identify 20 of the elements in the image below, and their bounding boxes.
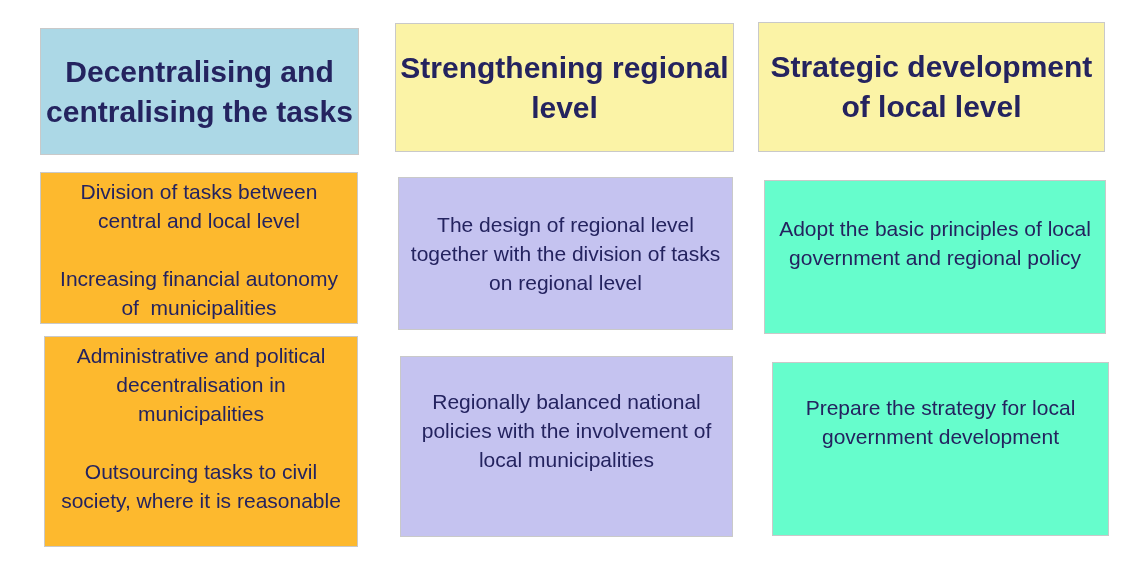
text-box — [772, 362, 1109, 536]
heading-text: Decentralising and centralising the tasks — [45, 53, 354, 130]
text-box — [44, 336, 358, 547]
body-text: Prepare the strategy for local government development — [804, 395, 1077, 450]
body-text: The design of regional level together with the division of tasks on regional level — [409, 212, 722, 296]
body-text: Outsourcing tasks to civil society, where it is reasonable — [60, 459, 342, 514]
body-text: Regionally balanced national policies with the involvement of local municipalities — [420, 389, 713, 473]
heading-box — [758, 22, 1105, 152]
body-text: Administrative and political decentralisation in municipalities — [75, 343, 327, 427]
heading-box — [395, 23, 734, 152]
heading-box — [40, 28, 359, 155]
text-box — [398, 177, 733, 330]
text-box — [40, 172, 358, 324]
text-box — [764, 180, 1106, 334]
heading-text: Strengthening regional level — [399, 49, 730, 126]
body-text: Adopt the basic principles of local government and regional policy — [778, 216, 1092, 271]
body-text: Division of tasks between central and local level — [79, 179, 319, 234]
heading-text: Strategic development of local level — [769, 49, 1094, 125]
text-box — [400, 356, 733, 537]
body-text: Increasing financial autonomy of municipalities — [59, 266, 339, 321]
